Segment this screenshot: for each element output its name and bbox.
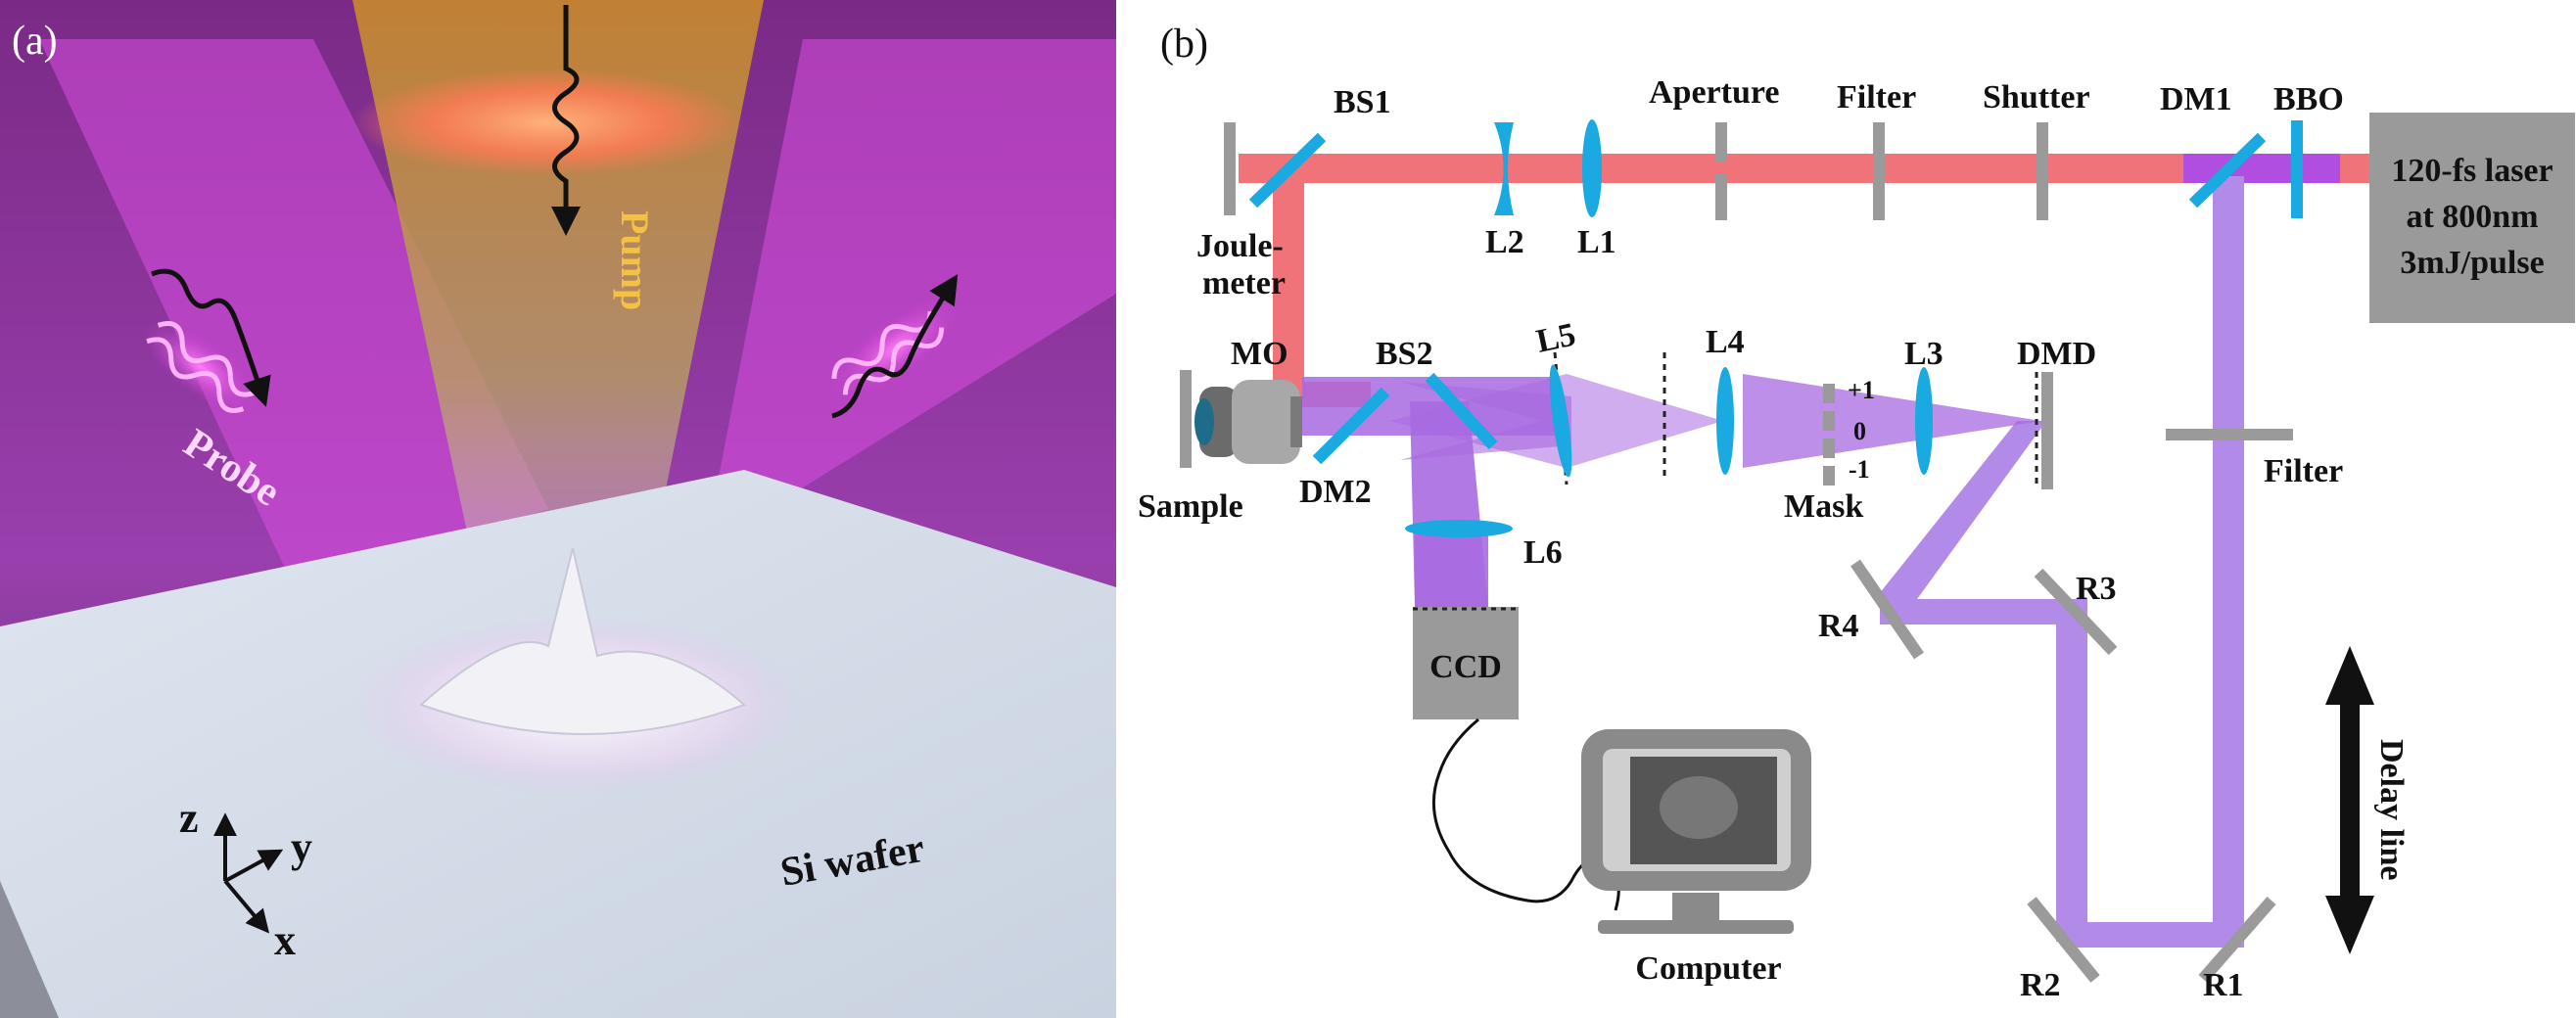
- sample-label: Sample: [1138, 488, 1243, 525]
- bs2-optic: [1425, 372, 1498, 450]
- probe-beam-right: [705, 39, 1116, 548]
- r4-mirror: [1850, 559, 1924, 660]
- coordinate-axes: [213, 812, 284, 934]
- laser-label-line1: 120-fs laser: [2391, 153, 2553, 189]
- l6-lens: [1405, 520, 1513, 537]
- panel-b: (b): [1138, 22, 2575, 1003]
- bs1-optic: [1248, 132, 1327, 208]
- shutter-label: Shutter: [1983, 79, 2090, 116]
- delay-line-label: Delay line: [2373, 739, 2410, 880]
- laser-label-line2: at 800nm: [2406, 199, 2538, 235]
- pump-label: Pump: [613, 210, 657, 310]
- laser-label-line3: 3mJ/pulse: [2400, 245, 2544, 281]
- filter-top: [1873, 122, 1885, 220]
- ccd-camera: [1413, 607, 1519, 719]
- computer-label: Computer: [1635, 950, 1781, 987]
- l2-label: L2: [1485, 224, 1524, 260]
- joulemeter: [1224, 122, 1236, 215]
- dm1-label: DM1: [2160, 81, 2232, 117]
- l4-label: L4: [1706, 324, 1745, 360]
- violet-beam-r2-up: [2056, 599, 2087, 942]
- violet-beam-bbo: [2183, 154, 2340, 183]
- ccd-label: CCD: [1429, 649, 1502, 685]
- red-beam-lens-focus: [1508, 154, 1718, 183]
- sample-plate: [1180, 370, 1192, 468]
- order-minus1-label: -1: [1849, 455, 1870, 484]
- red-beam-main: [1239, 154, 2369, 183]
- probe-pulse-in: [142, 321, 259, 413]
- l5-label: L5: [1533, 316, 1579, 359]
- bs1-label: BS1: [1334, 84, 1391, 120]
- probe-beam-left: [39, 39, 548, 587]
- l6-label: L6: [1523, 534, 1563, 571]
- axis-y-label: y: [291, 823, 312, 871]
- axis-z-label: z: [179, 794, 199, 842]
- filter-top-label: Filter: [1837, 79, 1916, 116]
- probe-in-arrow: [151, 268, 271, 407]
- shutter: [2037, 122, 2048, 220]
- panel-a: z y x Pump Probe Si wafer (a): [0, 0, 1116, 1018]
- r1-label: R1: [2203, 967, 2244, 1003]
- dm2-optic: [1312, 387, 1390, 465]
- bs2-label: BS2: [1376, 336, 1433, 372]
- l2-lens: [1494, 122, 1514, 215]
- r3-label: R3: [2076, 571, 2117, 607]
- joulemeter-label-line2: meter: [1202, 265, 1286, 301]
- l1-lens: [1582, 119, 1602, 217]
- computer: [1581, 729, 1811, 934]
- violet-beam-r4-dmd: [1875, 421, 2046, 617]
- axis-x-label: x: [274, 916, 296, 964]
- pump-focus-glow: [352, 69, 744, 176]
- mo-label: MO: [1231, 336, 1288, 372]
- r2-mirror: [2027, 897, 2100, 983]
- dm2-label: DM2: [1299, 474, 1372, 510]
- mask-label: Mask: [1784, 488, 1863, 525]
- r3-mirror: [2034, 568, 2118, 656]
- dm1-optic: [2188, 132, 2267, 208]
- red-beam-down: [1273, 154, 1304, 406]
- violet-beam-r4-r3: [1880, 599, 2087, 625]
- surface-profile: [419, 547, 746, 735]
- dmd: [2041, 372, 2053, 489]
- pump-arrow: [551, 5, 581, 236]
- l5-lens: [1549, 364, 1572, 478]
- filter-right-label: Filter: [2264, 453, 2343, 489]
- microscope-objective: [1194, 380, 1302, 464]
- r4-label: R4: [1818, 608, 1859, 644]
- probe-out-arrow: [831, 273, 959, 419]
- l3-label: L3: [1904, 336, 1944, 372]
- violet-beam-l6-ccd: [1415, 529, 1488, 607]
- dmd-label: DMD: [2017, 336, 2096, 372]
- l1-label: L1: [1577, 224, 1616, 260]
- order-0-label: 0: [1853, 417, 1866, 445]
- mask: [1823, 384, 1835, 486]
- l3-lens: [1915, 367, 1933, 475]
- order-plus1-label: +1: [1848, 376, 1875, 404]
- violet-beam-dmd-l3: [1743, 374, 2041, 468]
- delay-line-arrow: [2325, 646, 2374, 954]
- aperture-label: Aperture: [1649, 74, 1779, 111]
- bbo-label: BBO: [2273, 81, 2344, 117]
- bbo-crystal: [2291, 120, 2303, 218]
- violet-beam-bottom: [2066, 922, 2244, 948]
- panel-b-tag: (b): [1160, 22, 1208, 67]
- filter-right: [2166, 429, 2293, 440]
- panel-a-tag: (a): [12, 19, 58, 64]
- si-wafer-edge: [0, 881, 59, 1018]
- r2-label: R2: [2020, 967, 2061, 1003]
- l4-lens: [1716, 367, 1734, 475]
- r1-mirror: [2198, 897, 2276, 983]
- laser-box: [2369, 113, 2575, 323]
- aperture-hole: [1713, 162, 1729, 174]
- violet-beam-down-right: [2213, 176, 2244, 940]
- joulemeter-label-line1: Joule-: [1196, 228, 1284, 264]
